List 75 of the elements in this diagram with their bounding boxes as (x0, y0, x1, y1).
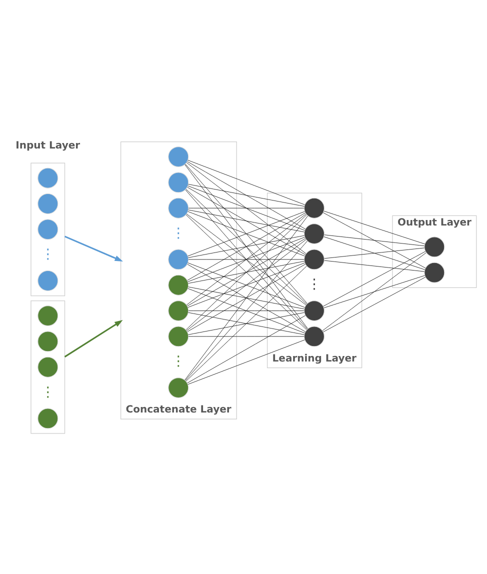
node-circle (168, 198, 189, 218)
node-circle (304, 223, 325, 244)
node-circle (168, 274, 189, 296)
node-circle (304, 326, 325, 347)
connector (188, 160, 305, 205)
connector (185, 190, 308, 330)
connector (324, 234, 425, 246)
node-circle (38, 270, 58, 292)
node-circle (168, 172, 189, 193)
node-circle (38, 305, 58, 326)
node-circle (168, 377, 189, 398)
connector (187, 161, 306, 230)
node-circle (168, 326, 189, 347)
connector (188, 259, 304, 260)
node-circle (304, 300, 325, 322)
connector (186, 188, 307, 304)
connector (188, 236, 305, 282)
connector (324, 210, 426, 244)
connector (322, 252, 426, 331)
connector (323, 212, 426, 268)
connector (188, 340, 305, 385)
node-circle (38, 331, 58, 352)
connector (188, 336, 304, 337)
connector (188, 235, 305, 258)
node-circle (38, 168, 58, 188)
connector (323, 251, 426, 307)
connector (188, 211, 305, 256)
label: Input Layer (16, 140, 80, 152)
connector (186, 162, 306, 254)
label: ⋮ (172, 354, 186, 370)
label: ⋮ (307, 276, 322, 293)
connector (188, 312, 305, 335)
connector (188, 184, 305, 207)
connector (186, 266, 307, 382)
connector (188, 286, 305, 310)
label: ⋮ (172, 225, 186, 242)
connector (184, 164, 308, 329)
connector (324, 236, 426, 270)
node-circle (304, 249, 325, 270)
node-circle (38, 219, 58, 240)
connector (187, 212, 306, 281)
connector (186, 239, 306, 331)
node-circle (168, 300, 189, 322)
connector (188, 310, 304, 312)
cluster: Output Layer (392, 215, 477, 288)
label: ⋮ (40, 246, 55, 263)
cluster (30, 162, 66, 296)
arrow (64, 320, 123, 358)
connector (188, 210, 305, 232)
node-circle (38, 408, 58, 429)
node-circle (38, 193, 58, 214)
node-circle (168, 249, 189, 270)
connector (188, 262, 305, 308)
node-circle (304, 198, 325, 218)
connector (185, 240, 308, 381)
connector (184, 216, 308, 380)
connector (324, 248, 425, 259)
connector (188, 186, 305, 231)
connector (323, 276, 426, 332)
connector (324, 260, 425, 272)
connector (188, 288, 305, 334)
connector (187, 238, 306, 306)
connector (187, 187, 306, 255)
connector (186, 214, 306, 306)
cluster (30, 300, 66, 434)
arrow (64, 236, 123, 262)
connector (188, 261, 305, 284)
node-circle (168, 146, 189, 168)
connector (324, 275, 426, 308)
connector (187, 315, 306, 384)
node-circle (424, 262, 445, 283)
label: ⋮ (40, 384, 55, 400)
node-circle (424, 236, 445, 258)
connector (185, 164, 308, 304)
node-circle (38, 356, 58, 378)
